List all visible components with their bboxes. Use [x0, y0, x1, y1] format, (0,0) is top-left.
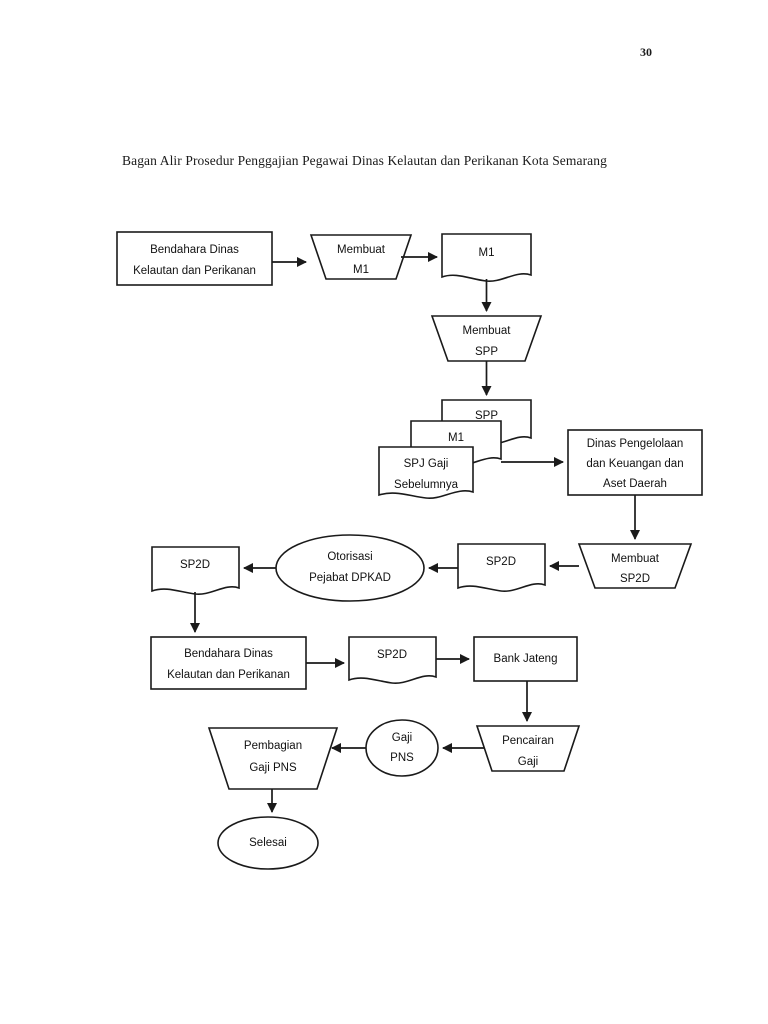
node-label: Pejabat DPKAD [309, 572, 391, 584]
node-label: Bank Jateng [494, 653, 558, 665]
node-pencairan-gaji: Pencairan Gaji [475, 725, 581, 772]
node-label: Gaji [392, 732, 412, 744]
node-label: Gaji [518, 756, 538, 768]
node-pembagian-gaji-pns: Pembagian Gaji PNS [207, 727, 339, 790]
node-label: Membuat [337, 244, 386, 256]
node-label: dan Keuangan dan [586, 458, 683, 470]
node-label: Otorisasi [327, 551, 372, 563]
node-document-sp2d-left: SP2D [151, 546, 240, 595]
node-label: Kelautan dan Perikanan [167, 669, 290, 681]
node-label: Bendahara Dinas [184, 648, 273, 660]
node-bendahara-dinas-2: Bendahara Dinas Kelautan dan Perikanan [150, 636, 307, 690]
node-selesai: Selesai [217, 816, 319, 870]
node-document-m1-top: M1 [441, 233, 532, 282]
node-label: Membuat [463, 325, 512, 337]
node-label: M1 [479, 247, 495, 259]
node-otorisasi-pejabat-dpkad: Otorisasi Pejabat DPKAD [275, 534, 425, 602]
node-label: SP2D [620, 573, 650, 585]
node-label: M1 [353, 264, 369, 276]
node-label: Selesai [249, 837, 287, 849]
node-label: Pembagian [244, 740, 302, 752]
chart-title: Bagan Alir Prosedur Penggajian Pegawai D… [122, 153, 607, 168]
node-label: SPP [475, 410, 498, 422]
node-label: M1 [448, 432, 464, 444]
node-label: Aset Daerah [603, 478, 667, 490]
node-label: Bendahara Dinas [150, 244, 239, 256]
node-label: Pencairan [502, 735, 554, 747]
node-bendahara-dinas-1: Bendahara Dinas Kelautan dan Perikanan [116, 231, 273, 286]
node-label: SP2D [377, 649, 407, 661]
node-label: Kelautan dan Perikanan [133, 265, 256, 277]
node-label: Gaji PNS [249, 762, 297, 774]
node-document-sp2d-right: SP2D [457, 543, 546, 592]
node-label: PNS [390, 752, 414, 764]
node-label: SPJ Gaji [404, 458, 449, 470]
node-gaji-pns: Gaji PNS [365, 719, 439, 777]
node-label: SPP [475, 346, 498, 358]
node-document-sp2d-bendahara: SP2D [348, 636, 437, 684]
node-label: SP2D [180, 559, 210, 571]
node-label: Membuat [611, 553, 660, 565]
node-dinas-pengelolaan: Dinas Pengelolaan dan Keuangan dan Aset … [567, 429, 703, 496]
node-label: Dinas Pengelolaan [587, 438, 684, 450]
node-membuat-m1: Membuat M1 [309, 234, 413, 280]
node-label: SP2D [486, 556, 516, 568]
page-number: 30 [640, 45, 652, 59]
node-membuat-spp: Membuat SPP [430, 315, 543, 362]
node-bank-jateng: Bank Jateng [473, 636, 578, 682]
node-document-spj-gaji: SPJ Gaji Sebelumnya [378, 446, 474, 499]
node-membuat-sp2d: Membuat SP2D [577, 543, 693, 589]
node-label: Sebelumnya [394, 479, 459, 491]
